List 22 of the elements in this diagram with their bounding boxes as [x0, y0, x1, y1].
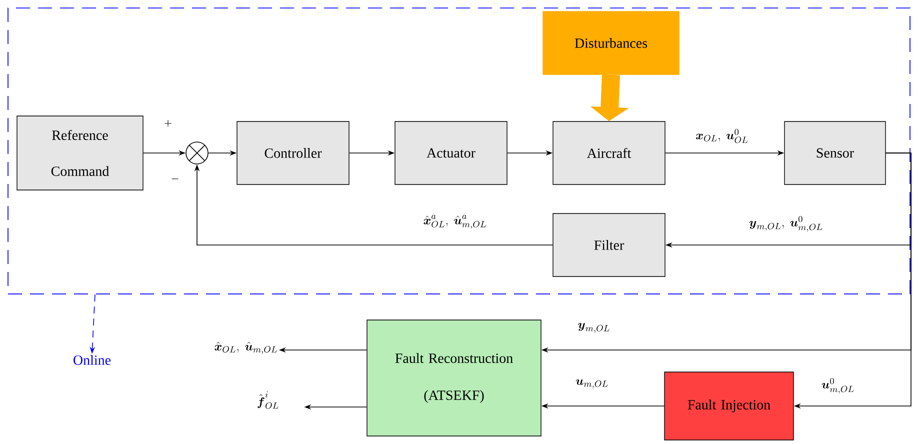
sign-label: − — [172, 178, 178, 180]
edge-label: $\boldsymbol{u}^{0}_{m,OL}$ — [820, 377, 856, 395]
online-text: Online — [74, 355, 111, 365]
block-box: Controller — [236, 121, 350, 185]
block-box: Sensor — [784, 121, 886, 185]
output-signal: $\hat{\boldsymbol{f}}^{i}_{OL}$ — [258, 391, 278, 409]
injection-box: Fault Injection — [664, 372, 794, 440]
block-box: Reference Command — [16, 116, 144, 190]
edge-label: $\boldsymbol{y}_{m,OL}$ — [576, 322, 612, 334]
block-box: Filter — [552, 213, 666, 277]
summing-junction — [186, 142, 208, 164]
reconstruction-box: Fault Reconstruction (ATSEKF) — [366, 320, 542, 436]
block-box: Aircraft — [552, 121, 666, 185]
edge-label: $\boldsymbol{u}_{m,OL}$ — [574, 378, 610, 390]
output-signal: $\hat{\boldsymbol{x}}_{OL},\ \hat{\boldsymbol{u}}_{m,OL}$ — [214, 342, 277, 354]
block-box: Actuator — [394, 121, 508, 185]
sign-label: + — [164, 120, 172, 127]
disturbance-box: Disturbances — [542, 11, 680, 75]
edge-label: $\boldsymbol{y}_{m,OL},\ \boldsymbol{u}^{0}_{m,OL}$ — [748, 215, 824, 233]
edge-label: $\hat{\boldsymbol{x}}^{a}_{OL},\ \hat{\boldsymbol{u}}^{a}_{m,OL}$ — [422, 214, 488, 230]
dashed-frame — [7, 7, 911, 295]
edge-label: $\boldsymbol{x}_{OL},\ \boldsymbol{u}^{0}_{OL}$ — [694, 128, 750, 144]
